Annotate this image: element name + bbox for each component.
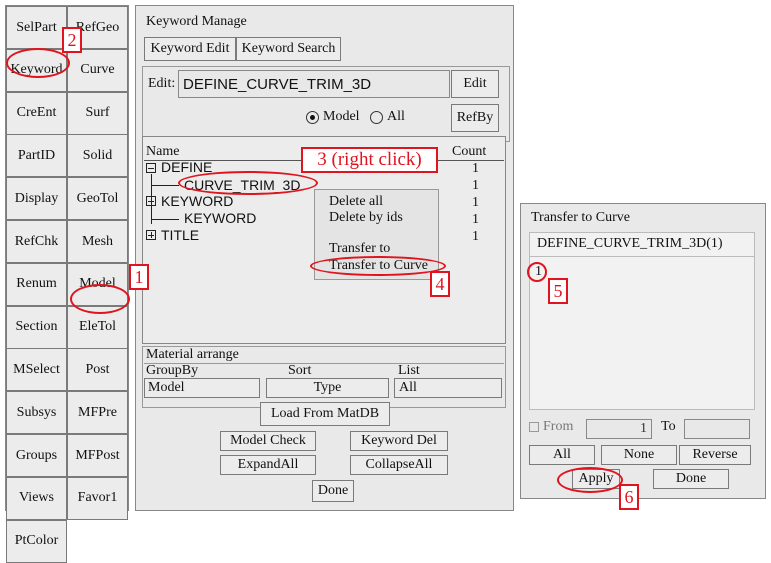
collapse-all-button[interactable]: CollapseAll	[350, 455, 448, 475]
toolbar-button-refchk[interactable]: RefChk	[6, 220, 67, 263]
tab-keyword-search[interactable]: Keyword Search	[236, 37, 341, 61]
step-4-label: 4	[430, 271, 450, 297]
reverse-button[interactable]: Reverse	[679, 445, 751, 465]
step-1-label: 1	[129, 264, 149, 290]
highlight-keyword	[6, 48, 70, 78]
toolbar-button-eletol[interactable]: EleTol	[67, 305, 128, 349]
radio-model-dot	[310, 115, 315, 120]
list-label: List	[398, 363, 420, 378]
highlight-apply	[557, 467, 623, 493]
from-checkbox[interactable]	[529, 422, 539, 432]
keyword-edit-field[interactable]: DEFINE_CURVE_TRIM_3D	[178, 70, 450, 98]
tree-item-keyword-child[interactable]: KEYWORD	[184, 210, 257, 226]
sort-select[interactable]: Type	[266, 378, 389, 398]
toolbar-button-geotol[interactable]: GeoTol	[67, 177, 128, 221]
toolbar-button-mesh[interactable]: Mesh	[67, 220, 128, 263]
count-title: 1	[472, 229, 479, 244]
material-arrange-title: Material arrange	[146, 347, 239, 362]
toolbar-button-selpart[interactable]: SelPart	[6, 6, 67, 49]
all-button[interactable]: All	[529, 445, 595, 465]
highlight-list-item	[527, 262, 547, 282]
keyword-manage-panel: Keyword Manage Keyword Edit Keyword Sear…	[135, 5, 514, 511]
done-button[interactable]: Done	[312, 480, 354, 502]
refby-button[interactable]: RefBy	[451, 104, 499, 132]
step-2-label: 2	[62, 27, 82, 53]
toolbar-button-subsys[interactable]: Subsys	[6, 391, 67, 435]
toolbar-button-views[interactable]: Views	[6, 476, 67, 520]
edit-button[interactable]: Edit	[451, 70, 499, 98]
edit-label: Edit:	[148, 76, 176, 91]
step-5-label: 5	[548, 278, 568, 304]
radio-all[interactable]	[370, 111, 383, 124]
keyword-del-button[interactable]: Keyword Del	[350, 431, 448, 451]
toolbar-button-favor1[interactable]: Favor1	[67, 476, 128, 520]
toolbar-button-surf[interactable]: Surf	[67, 91, 128, 135]
tree-line	[151, 185, 179, 186]
load-from-matdb-button[interactable]: Load From MatDB	[260, 402, 390, 426]
highlight-eletol	[70, 284, 130, 314]
toolbar-button-post[interactable]: Post	[67, 348, 128, 392]
tree-line	[151, 174, 152, 224]
transfer-list[interactable]	[529, 232, 755, 410]
toolbar-button-mfpost[interactable]: MFPost	[67, 434, 128, 477]
toolbar-button-solid[interactable]: Solid	[67, 134, 128, 178]
toolbar-button-partid[interactable]: PartID	[6, 134, 67, 178]
toolbar-button-creent[interactable]: CreEnt	[6, 91, 67, 135]
expand-icon[interactable]	[146, 230, 156, 240]
sort-label: Sort	[288, 363, 312, 378]
transfer-list-header: DEFINE_CURVE_TRIM_3D(1)	[537, 236, 723, 251]
toolbar-button-section[interactable]: Section	[6, 305, 67, 349]
tree-item-define[interactable]: DEFINE	[161, 159, 213, 175]
toolbar-button-curve[interactable]: Curve	[67, 48, 128, 92]
toolbar-button-groups[interactable]: Groups	[6, 434, 67, 477]
tab-keyword-edit[interactable]: Keyword Edit	[144, 37, 236, 61]
tree-item-title[interactable]: TITLE	[161, 227, 200, 243]
step-3-label: 3 (right click)	[301, 147, 438, 173]
none-button[interactable]: None	[601, 445, 677, 465]
toolbar-button-mselect[interactable]: MSelect	[6, 348, 67, 392]
highlight-transfer-to-curve	[310, 256, 446, 276]
count-keyword-child: 1	[472, 212, 479, 227]
toolbar-button-display[interactable]: Display	[6, 177, 67, 221]
count-define: 1	[472, 161, 479, 176]
toolbar-button-ptcolor[interactable]: PtColor	[6, 519, 67, 563]
step-6-label: 6	[619, 484, 639, 510]
transfer-done-button[interactable]: Done	[653, 469, 729, 489]
count-keyword: 1	[472, 195, 479, 210]
menu-item-delete-all[interactable]: Delete all	[329, 194, 384, 209]
panel-title: Keyword Manage	[146, 14, 247, 29]
radio-model-label: Model	[323, 109, 360, 124]
toolbar-button-renum[interactable]: Renum	[6, 262, 67, 306]
list-select[interactable]: All	[394, 378, 502, 398]
groupby-select[interactable]: Model	[144, 378, 260, 398]
tree-line	[151, 219, 179, 220]
menu-item-transfer-to[interactable]: Transfer to	[329, 241, 391, 256]
tree-header-name: Name	[146, 144, 180, 159]
transfer-panel-title: Transfer to Curve	[531, 210, 631, 225]
from-label: From	[543, 419, 574, 434]
tree-item-keyword[interactable]: KEYWORD	[161, 193, 234, 209]
to-label: To	[661, 419, 676, 434]
radio-all-label: All	[387, 109, 405, 124]
material-divider	[144, 363, 504, 364]
transfer-list-divider	[530, 256, 754, 257]
from-input[interactable]: 1	[586, 419, 652, 439]
expand-all-button[interactable]: ExpandAll	[220, 455, 316, 475]
tree-header-count: Count	[452, 144, 487, 159]
model-check-button[interactable]: Model Check	[220, 431, 316, 451]
menu-item-delete-by-ids[interactable]: Delete by ids	[329, 210, 403, 225]
count-curve-trim-3d: 1	[472, 178, 479, 193]
collapse-icon[interactable]	[146, 163, 156, 173]
groupby-label: GroupBy	[146, 363, 199, 378]
radio-model[interactable]	[306, 111, 319, 124]
toolbar-button-mfpre[interactable]: MFPre	[67, 391, 128, 435]
highlight-curve-trim-3d	[178, 171, 318, 195]
to-input[interactable]	[684, 419, 750, 439]
transfer-to-curve-panel: Transfer to Curve DEFINE_CURVE_TRIM_3D(1…	[520, 203, 766, 499]
